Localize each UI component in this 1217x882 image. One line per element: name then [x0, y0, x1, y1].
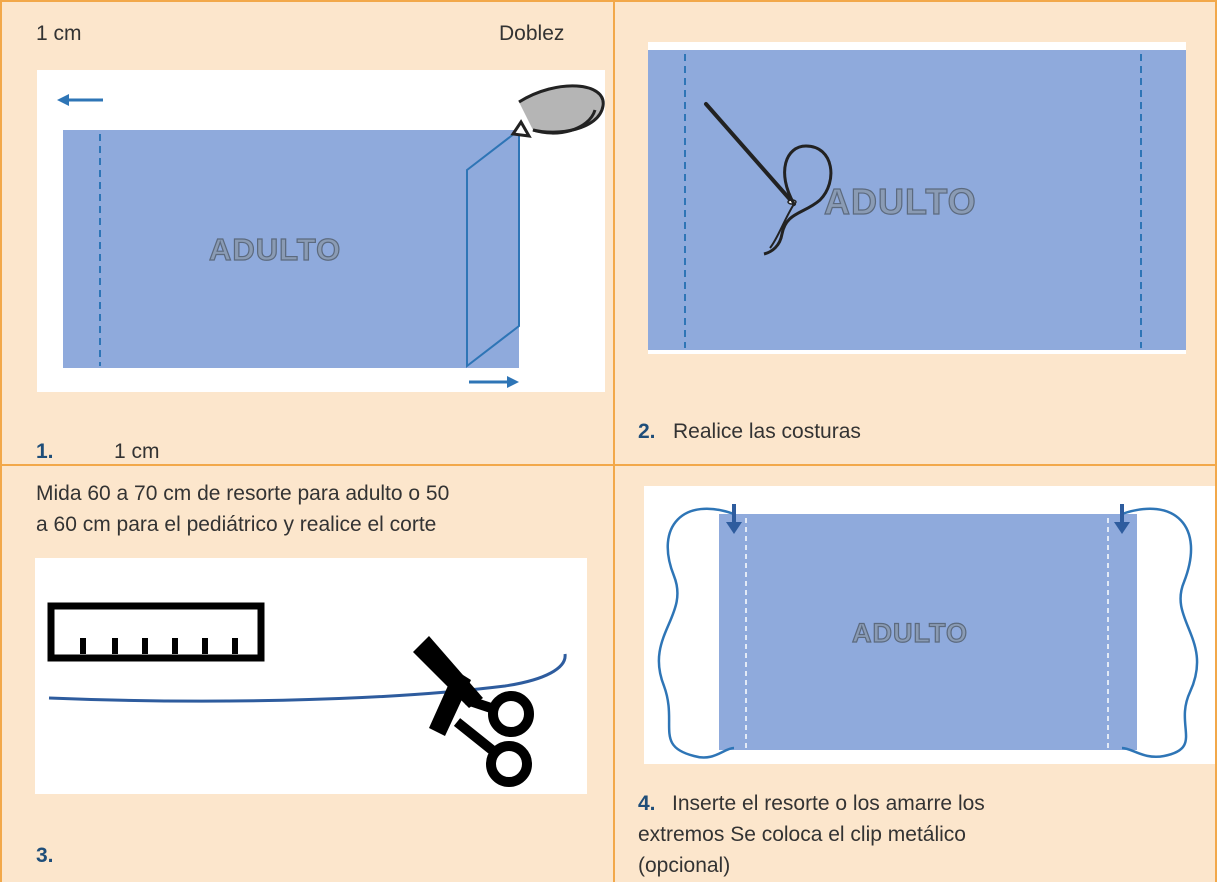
step1-illustration: ADULTO: [37, 70, 605, 392]
step4-number: 4.: [638, 792, 656, 815]
step3-instruction-line1: Mida 60 a 70 cm de resorte para adulto o…: [36, 482, 450, 505]
ruler-icon: [47, 602, 265, 662]
step3-illustration: [35, 558, 587, 794]
clip-arrow-right-icon: [1114, 504, 1130, 534]
step1-cell: 1 cm Doblez ADULTO: [0, 0, 615, 466]
step1-label-right: Doblez: [499, 22, 565, 45]
needle-thread-icon: [704, 102, 833, 256]
step1-caption: 1 cm: [114, 440, 160, 463]
mask-fabric: [648, 50, 1186, 350]
step2-caption: Realice las costuras: [673, 420, 861, 443]
elastic-loop-left: [657, 507, 735, 759]
fold-arrow-icon: [510, 84, 605, 138]
step2-number: 2.: [638, 420, 656, 443]
step4-caption-line3: (opcional): [638, 854, 731, 877]
step4-caption-line2: extremos Se coloca el clip metálico: [638, 823, 966, 846]
step2-cell: ADULTO 2. Realice las costuras: [615, 0, 1217, 466]
step3-instruction-line2: a 60 cm para el pediátrico y realice el …: [36, 513, 437, 536]
step2-mask-text: ADULTO: [824, 181, 977, 222]
step4-mask-text: ADULTO: [852, 618, 968, 648]
arrow-left-icon: [57, 94, 103, 106]
step1-number: 1.: [36, 440, 54, 463]
step4-caption-line1: Inserte el resorte o los amarre los: [672, 792, 985, 815]
step1-mask-text: ADULTO: [209, 232, 341, 267]
elastic-loop-right: [1121, 507, 1199, 759]
step2-illustration: ADULTO: [648, 42, 1186, 354]
mask-fabric: [63, 130, 519, 368]
clip-arrow-left-icon: [726, 504, 742, 534]
step4-illustration: ADULTO: [644, 486, 1215, 764]
step3-number: 3.: [36, 844, 54, 867]
step1-label-left: 1 cm: [36, 22, 82, 45]
mask-fabric: [719, 514, 1137, 750]
step4-cell: ADULTO 4. Inserte el resorte o los amarr…: [615, 466, 1217, 882]
scissors-icon: [413, 636, 534, 787]
elastic-line: [48, 653, 567, 703]
step3-cell: Mida 60 a 70 cm de resorte para adulto o…: [0, 466, 615, 882]
fold-flap: [466, 127, 520, 369]
arrow-right-icon: [469, 376, 519, 388]
